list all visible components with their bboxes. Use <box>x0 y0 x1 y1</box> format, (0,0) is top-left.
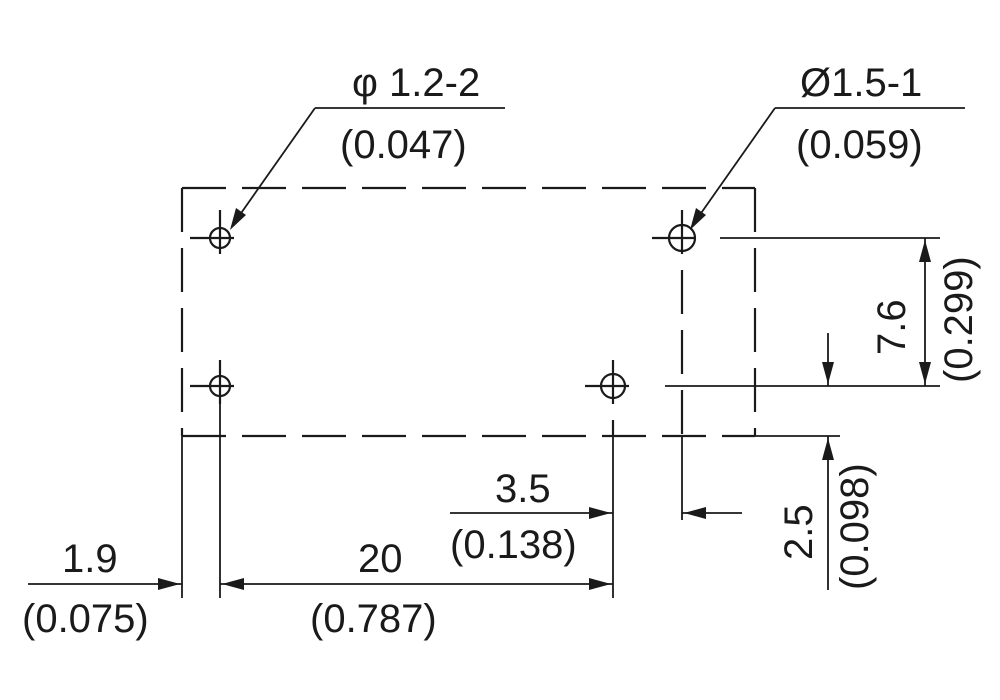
hole-bottom-left <box>208 374 232 398</box>
pin-hole-callout-main: φ 1.2-2 <box>352 61 480 105</box>
hole-bottom-right <box>599 372 627 400</box>
vertical-pitch-dimension <box>665 237 940 387</box>
mount-hole-callout-sub: (0.059) <box>796 123 923 167</box>
vertical-offset-main: 2.5 <box>777 504 821 560</box>
left-edge-main: 1.9 <box>62 537 118 581</box>
horizontal-offset-main: 3.5 <box>495 467 551 511</box>
horizontal-offset-sub: (0.138) <box>450 523 577 567</box>
pin-hole-callout-sub: (0.047) <box>340 123 467 167</box>
holes <box>208 223 697 400</box>
left-edge-dimension <box>28 578 182 590</box>
body-outline <box>180 186 757 438</box>
left-edge-sub: (0.075) <box>22 597 149 641</box>
center-lines <box>190 210 712 436</box>
horizontal-pitch-sub: (0.787) <box>310 597 437 641</box>
vertical-pitch-sub: (0.299) <box>937 256 981 383</box>
pin-hole-leader <box>230 107 505 230</box>
hole-top-right <box>667 223 697 253</box>
hole-top-left <box>208 226 232 250</box>
vertical-offset-dimension <box>740 333 840 590</box>
horizontal-pitch-dimension <box>181 400 614 598</box>
horizontal-offset-dimension <box>450 436 742 520</box>
vertical-pitch-main: 7.6 <box>870 299 914 355</box>
horizontal-pitch-main: 20 <box>358 537 403 581</box>
vertical-offset-sub: (0.098) <box>833 463 877 590</box>
mount-hole-callout-main: Ø1.5-1 <box>800 61 922 105</box>
mount-hole-leader <box>690 107 965 230</box>
